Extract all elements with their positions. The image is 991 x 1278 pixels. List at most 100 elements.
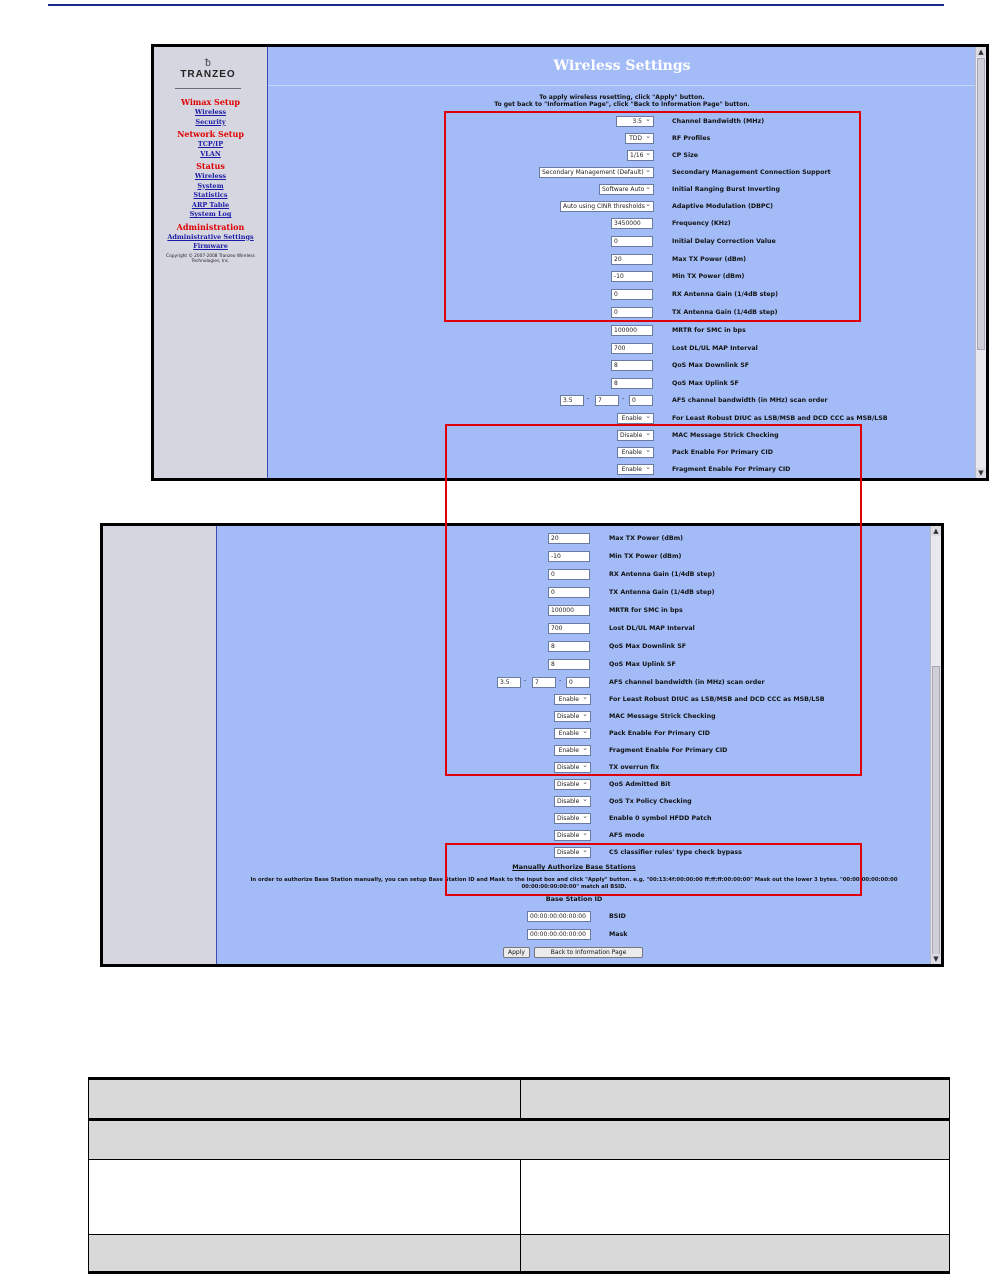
row-mrtr-smc: 100000 MRTR for SMC in bps bbox=[268, 325, 976, 337]
nav-section-status: Status bbox=[196, 161, 225, 171]
cs-classifier-select[interactable]: Disable bbox=[554, 847, 591, 858]
qos-admitted-select[interactable]: Disable bbox=[554, 779, 591, 790]
initial-ranging-select[interactable]: Software Auto bbox=[599, 184, 654, 195]
nav-link-arp-table[interactable]: ARP Table bbox=[191, 200, 230, 209]
scrollbar-top[interactable]: ▲ ▼ bbox=[975, 47, 986, 478]
nav-link-admin-settings[interactable]: Administrative Settings bbox=[167, 232, 254, 241]
max-tx-power-label-2: Max TX Power (dBm) bbox=[609, 535, 684, 542]
nav-link-firmware[interactable]: Firmware bbox=[193, 242, 228, 250]
table-section-row bbox=[88, 1119, 950, 1160]
nav-section-administration: Administration bbox=[176, 221, 245, 232]
row-tx-antenna-gain-2: 0 TX Antenna Gain (1/4dB step) bbox=[217, 587, 931, 599]
row-cs-classifier: Disable CS classifier rules' type check … bbox=[217, 847, 931, 859]
qos-tx-policy-select[interactable]: Disable bbox=[554, 796, 591, 807]
secondary-mgmt-label: Secondary Management Connection Support bbox=[672, 169, 831, 176]
nav-link-statistics[interactable]: Statistics bbox=[193, 191, 228, 199]
scrollbar-bottom[interactable]: ▲ ▼ bbox=[930, 526, 941, 964]
rf-profiles-select[interactable]: TDD bbox=[625, 133, 654, 144]
nav-link-vlan[interactable]: VLAN bbox=[200, 149, 221, 158]
apply-button[interactable]: Apply bbox=[503, 947, 530, 958]
scroll-thumb-2[interactable] bbox=[932, 666, 940, 958]
tx-overrun-select[interactable]: Disable bbox=[554, 762, 591, 773]
row-lost-dl-ul-2: 700 Lost DL/UL MAP Interval bbox=[217, 623, 931, 635]
scroll-down-arrow-icon-2[interactable]: ▼ bbox=[931, 954, 941, 964]
table-cell-description bbox=[520, 1159, 950, 1235]
afs-mode-select[interactable]: Disable bbox=[554, 830, 591, 841]
cp-size-select[interactable]: 1/16 bbox=[627, 150, 654, 161]
tx-antenna-gain-input-2[interactable]: 0 bbox=[548, 587, 590, 598]
lost-dl-ul-input[interactable]: 700 bbox=[611, 343, 653, 354]
afs-scan-input-2-2[interactable]: 7 bbox=[532, 677, 556, 688]
pack-enable-select-2[interactable]: Enable bbox=[554, 728, 591, 739]
least-robust-select[interactable]: Enable bbox=[617, 413, 654, 424]
back-to-information-button[interactable]: Back to Information Page bbox=[534, 947, 643, 958]
description-table bbox=[88, 1077, 950, 1274]
mac-strick-select[interactable]: Disable bbox=[617, 430, 654, 441]
least-robust-select-2[interactable]: Enable bbox=[554, 694, 591, 705]
mrtr-smc-input-2[interactable]: 100000 bbox=[548, 605, 590, 616]
fragment-enable-select-2[interactable]: Enable bbox=[554, 745, 591, 756]
initial-delay-input[interactable]: 0 bbox=[611, 236, 653, 247]
max-tx-power-input[interactable]: 20 bbox=[611, 254, 653, 265]
nav-link-status-wireless[interactable]: Wireless bbox=[194, 172, 227, 180]
scroll-thumb[interactable] bbox=[977, 58, 985, 350]
enable-0-symbol-select[interactable]: Disable bbox=[554, 813, 591, 824]
mac-strick-label: MAC Message Strick Checking bbox=[672, 432, 779, 439]
afs-scan-input-3[interactable]: 0 bbox=[629, 395, 653, 406]
least-robust-label-2: For Least Robust DIUC as LSB/MSB and DCD… bbox=[609, 696, 825, 703]
logo-divider bbox=[175, 88, 241, 89]
rf-profiles-label: RF Profiles bbox=[672, 135, 711, 142]
channel-bandwidth-select[interactable]: 3.5 bbox=[616, 116, 654, 127]
tx-antenna-gain-input[interactable]: 0 bbox=[611, 307, 653, 318]
nav-link-system[interactable]: System bbox=[197, 181, 224, 190]
mac-strick-select-2[interactable]: Disable bbox=[554, 711, 591, 722]
frequency-input[interactable]: 3450000 bbox=[611, 218, 653, 229]
scroll-down-arrow-icon[interactable]: ▼ bbox=[976, 468, 986, 478]
adaptive-modulation-label: Adaptive Modulation (DBPC) bbox=[672, 203, 774, 210]
mask-input[interactable]: 00:00:00:00:00:00 bbox=[527, 929, 591, 940]
initial-ranging-label: Initial Ranging Burst Inverting bbox=[672, 186, 780, 193]
afs-scan-input-3-2[interactable]: 0 bbox=[566, 677, 590, 688]
rx-antenna-gain-input-2[interactable]: 0 bbox=[548, 569, 590, 580]
sidebar-lower bbox=[103, 526, 216, 964]
lost-dl-ul-input-2[interactable]: 700 bbox=[548, 623, 590, 634]
afs-scan-input-1[interactable]: 3.5 bbox=[560, 395, 584, 406]
qos-max-dl-input-2[interactable]: 8 bbox=[548, 641, 590, 652]
row-fragment-enable-2: Enable Fragment Enable For Primary CID bbox=[217, 745, 931, 757]
qos-max-ul-input[interactable]: 8 bbox=[611, 378, 653, 389]
qos-max-dl-label-2: QoS Max Downlink SF bbox=[609, 643, 687, 650]
nav-link-tcpip[interactable]: TCP/IP bbox=[197, 140, 224, 148]
min-tx-power-input-2[interactable]: -10 bbox=[548, 551, 590, 562]
row-tx-antenna-gain: 0 TX Antenna Gain (1/4dB step) bbox=[268, 307, 976, 319]
row-frequency: 3450000 Frequency (KHz) bbox=[268, 218, 976, 230]
lost-dl-ul-label-2: Lost DL/UL MAP Interval bbox=[609, 625, 695, 632]
cp-size-label: CP Size bbox=[672, 152, 699, 159]
nav-link-system-log[interactable]: System Log bbox=[189, 210, 232, 218]
adaptive-modulation-select[interactable]: Auto using CINR thresholds bbox=[560, 201, 654, 212]
qos-max-ul-input-2[interactable]: 8 bbox=[548, 659, 590, 670]
row-max-tx-power: 20 Max TX Power (dBm) bbox=[268, 254, 976, 266]
row-initial-delay: 0 Initial Delay Correction Value bbox=[268, 236, 976, 248]
nav-link-wireless[interactable]: Wireless bbox=[194, 108, 227, 116]
mrtr-smc-input[interactable]: 100000 bbox=[611, 325, 653, 336]
qos-max-ul-label-2: QoS Max Uplink SF bbox=[609, 661, 676, 668]
row-mac-strick: Disable MAC Message Strick Checking bbox=[268, 430, 976, 442]
qos-admitted-label: QoS Admitted Bit bbox=[609, 781, 671, 788]
afs-scan-input-2[interactable]: 7 bbox=[595, 395, 619, 406]
max-tx-power-input-2[interactable]: 20 bbox=[548, 533, 590, 544]
table-cell-shaded-1 bbox=[88, 1234, 521, 1274]
fragment-enable-select[interactable]: Enable bbox=[617, 464, 654, 475]
bsid-input[interactable]: 00:00:00:00:00:00 bbox=[527, 911, 591, 922]
scroll-up-arrow-icon[interactable]: ▲ bbox=[976, 47, 986, 57]
afs-scan-input-1-2[interactable]: 3.5 bbox=[497, 677, 521, 688]
afs-scan-label-2: AFS channel bandwidth (in MHz) scan orde… bbox=[609, 679, 765, 686]
nav-section-network-setup: Network Setup bbox=[177, 129, 244, 139]
manual-bs-title: Manually Authorize Base Stations bbox=[512, 863, 636, 871]
nav-link-security[interactable]: Security bbox=[195, 117, 226, 126]
scroll-up-arrow-icon-2[interactable]: ▲ bbox=[931, 526, 941, 536]
rx-antenna-gain-input[interactable]: 0 bbox=[611, 289, 653, 300]
secondary-mgmt-select[interactable]: Secondary Management (Default) bbox=[539, 167, 654, 178]
qos-max-dl-input[interactable]: 8 bbox=[611, 360, 653, 371]
min-tx-power-input[interactable]: -10 bbox=[611, 271, 653, 282]
pack-enable-select[interactable]: Enable bbox=[617, 447, 654, 458]
